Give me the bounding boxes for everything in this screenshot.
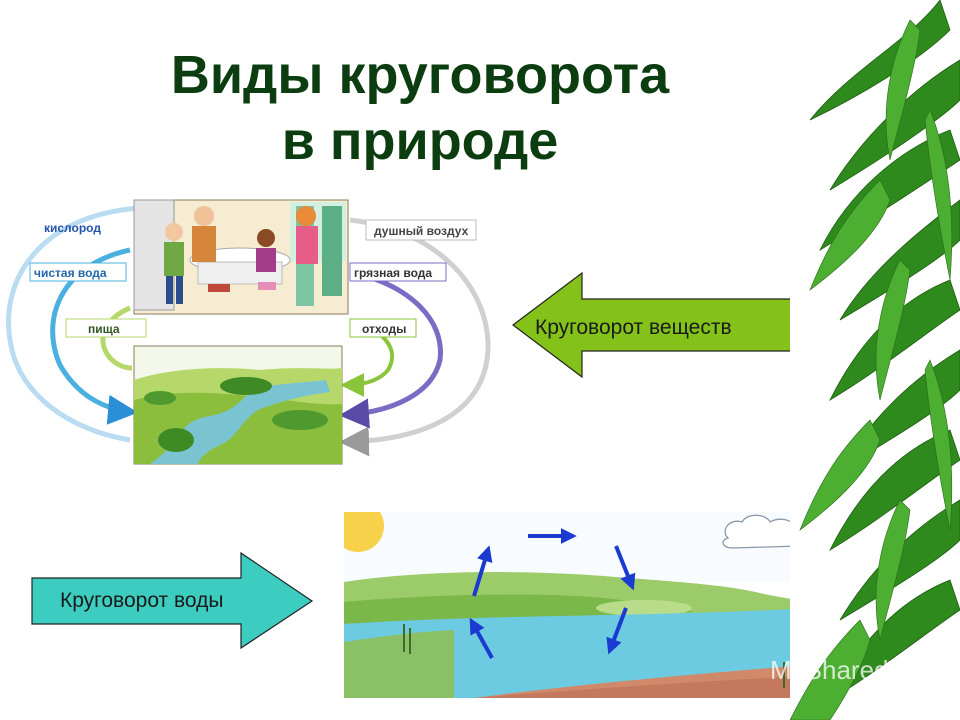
family-room-picture [133, 199, 349, 315]
label-waste: отходы [349, 318, 417, 338]
cloud-icon [722, 514, 807, 549]
svg-text:пища: пища [88, 322, 120, 336]
label-dirty-water: грязная вода [349, 262, 447, 282]
water-cycle-callout-arrow [31, 552, 314, 650]
slide-title: Виды круговорота в природе [80, 42, 760, 174]
label-food: пища [65, 318, 147, 338]
title-line-2: в природе [281, 111, 559, 171]
svg-text:чистая вода: чистая вода [34, 266, 107, 280]
sun-icon [344, 512, 384, 552]
watermark: MyShared [770, 655, 889, 685]
stuffy-air-arc [339, 217, 491, 457]
water-cycle-picture [344, 512, 840, 698]
svg-text:кислород: кислород [44, 221, 101, 235]
return-arrow [469, 617, 494, 659]
label-stuffy-air: душный воздух [365, 219, 477, 241]
label-oxygen: кислород [44, 221, 101, 235]
precipitation-arrow [614, 545, 636, 591]
svg-text:грязная вода: грязная вода [354, 266, 432, 280]
dirty-water-arc [339, 269, 443, 429]
svg-text:отходы: отходы [362, 322, 406, 336]
title-line-1: Виды круговорота [170, 45, 670, 105]
svg-text:душный воздух: душный воздух [374, 224, 469, 238]
bamboo-decoration [790, 0, 960, 720]
oxygen-cycle-arc [6, 205, 141, 443]
substance-cycle-label: Круговорот веществ [535, 316, 732, 339]
substance-cycle-diagram: кислород душный воздух чистая вода грязн… [6, 199, 491, 465]
water-cycle-label: Круговорот воды [60, 589, 224, 612]
landscape-picture [133, 345, 343, 465]
evaporation-arrow [472, 545, 493, 597]
label-clean-water: чистая вода [29, 262, 127, 282]
runoff-arrow [606, 607, 628, 655]
food-arc [100, 305, 133, 371]
